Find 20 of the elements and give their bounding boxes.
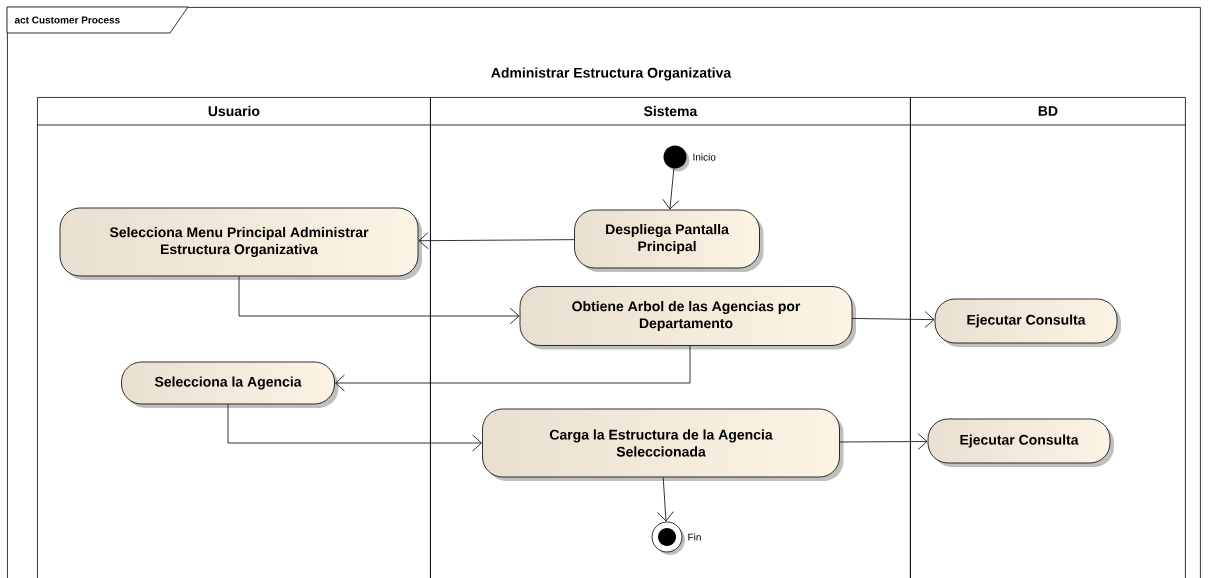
arrow (662, 168, 680, 210)
arrow (238, 276, 520, 325)
activity-box: Ejecutar Consulta (934, 298, 1121, 347)
activity-box: Selecciona la Agencia (121, 361, 339, 408)
activity-box: Carga la Estructura de la Agencia Seleccionada (482, 408, 844, 481)
arrow (852, 311, 935, 328)
activity-box: Ejecutar Consulta (927, 418, 1114, 467)
activity-box: Despliega Pantalla Principal (574, 209, 764, 272)
arrow (227, 404, 482, 452)
final-node (651, 521, 685, 555)
activity-box: Obtiene Arbol de las Agencias por Departamento (519, 286, 856, 350)
initial-node (663, 145, 690, 172)
activity-box: Selecciona Menu Principal Administrar Estructura Organizativa (59, 207, 422, 280)
arrow (418, 232, 575, 250)
arrow (335, 345, 691, 392)
diagram-title: Administrar Estructura Organizativa (491, 67, 732, 81)
arrow (657, 477, 674, 522)
node-caption: Inicio (693, 153, 716, 161)
arrow (839, 433, 928, 450)
node-caption: Fin (688, 533, 701, 541)
